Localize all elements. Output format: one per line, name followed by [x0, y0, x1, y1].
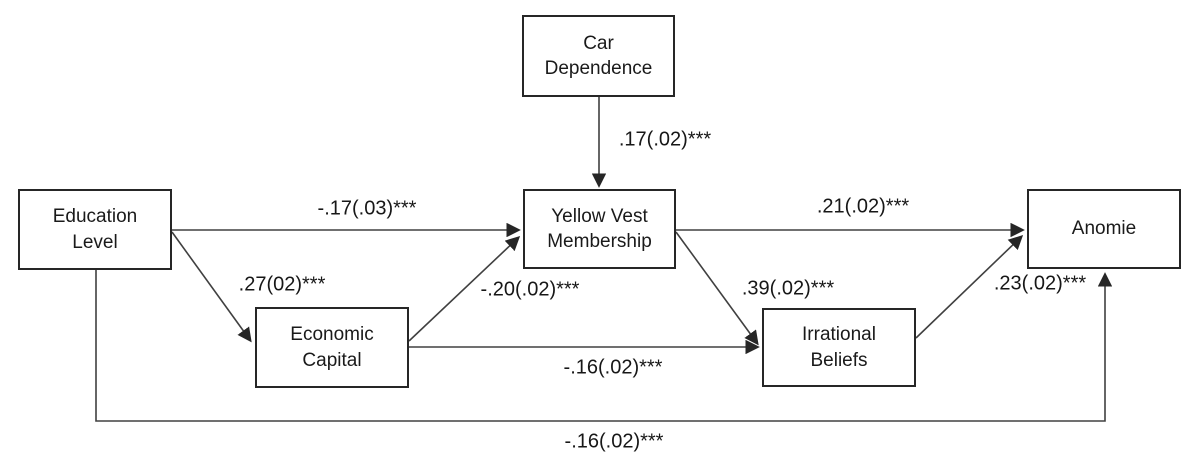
node-anomie: Anomie	[1027, 189, 1181, 269]
node-car-dependence: Car Dependence	[522, 15, 675, 97]
edge-label-education-to-anomie: -.16(.02)***	[564, 430, 664, 453]
node-education-level-label: Education Level	[52, 206, 138, 253]
edge-irrational-to-anomie-line	[915, 235, 1024, 339]
node-economic-capital-label: Economic Capital	[290, 324, 374, 371]
edge-label-membership-to-irrational: .39(.02)***	[741, 277, 835, 300]
node-education-level: Education Level	[18, 189, 172, 270]
edge-label-car-to-membership: .17(.02)***	[618, 128, 712, 151]
node-irrational-beliefs-label: Irrational Beliefs	[802, 324, 876, 371]
node-car-dependence-label: Car Dependence	[544, 32, 653, 79]
edge-education-to-anomie-line	[95, 269, 1113, 422]
node-yellow-vest-membership: Yellow Vest Membership	[523, 189, 676, 269]
edge-label-economic-to-membership: -.20(.02)***	[480, 278, 580, 301]
node-irrational-beliefs: Irrational Beliefs	[762, 308, 916, 387]
node-economic-capital: Economic Capital	[255, 307, 409, 388]
edge-label-education-to-economic: .27(02)***	[238, 273, 326, 296]
edge-education-to-economic-line	[171, 231, 252, 343]
edge-label-education-to-membership: -.17(.03)***	[317, 197, 417, 220]
edge-economic-to-membership-line	[408, 236, 521, 342]
edge-label-economic-to-irrational: -.16(.02)***	[563, 356, 663, 379]
node-yellow-vest-membership-label: Yellow Vest Membership	[547, 205, 652, 252]
node-anomie-label: Anomie	[1071, 218, 1137, 240]
edge-membership-to-irrational-line	[675, 231, 759, 346]
edge-label-irrational-to-anomie: .23(.02)***	[993, 272, 1087, 295]
edge-label-membership-to-anomie: .21(.02)***	[816, 195, 910, 218]
